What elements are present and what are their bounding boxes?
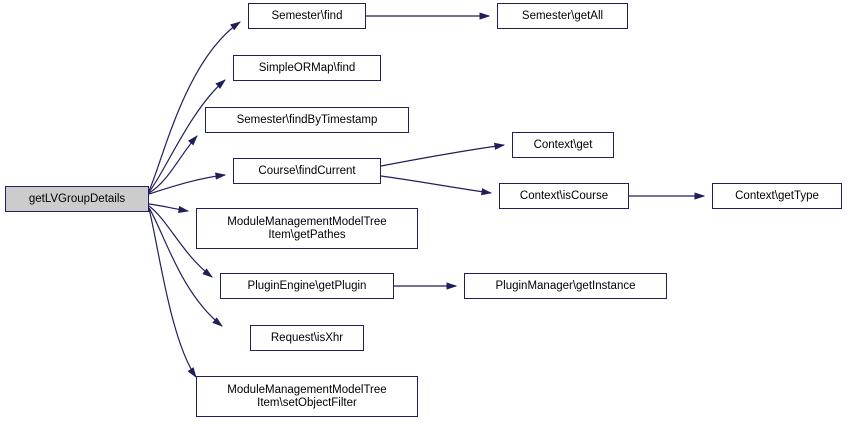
- graph-node-semester_find[interactable]: Semester\find: [248, 3, 366, 29]
- edge-root-to-course-findcurrent: [148, 172, 227, 195]
- graph-node-context_get[interactable]: Context\get: [512, 132, 614, 158]
- graph-node-context_gettype[interactable]: Context\getType: [712, 183, 842, 209]
- edge-root-to-semester-findbytimestamp: [148, 135, 198, 194]
- edge-root-to-getpathes: [148, 203, 190, 213]
- edge-course-findcurrent-to-context-get: [380, 142, 506, 167]
- graph-node-sem_timestamp[interactable]: Semester\findByTimestamp: [205, 107, 409, 133]
- graph-node-getpathes[interactable]: ModuleManagementModelTree Item\getPathes: [196, 208, 418, 249]
- graph-node-course_current[interactable]: Course\findCurrent: [233, 158, 381, 184]
- edge-course-findcurrent-to-context-iscourse: [380, 175, 493, 196]
- graph-node-getplugin[interactable]: PluginEngine\getPlugin: [220, 273, 394, 299]
- edge-root-to-plugin-getplugin: [148, 205, 213, 278]
- graph-node-simpleormap[interactable]: SimpleORMap\find: [233, 55, 381, 81]
- edge-root-to-semester-find: [148, 21, 241, 192]
- graph-node-semester_getall[interactable]: Semester\getAll: [497, 3, 628, 29]
- graph-node-getinstance[interactable]: PluginManager\getInstance: [464, 273, 667, 299]
- edge-root-to-setobjectfilter: [148, 208, 197, 378]
- edge-root-to-request-isxhr: [148, 207, 223, 327]
- graph-node-root[interactable]: getLVGroupDetails: [5, 186, 149, 212]
- edge-root-to-simpleormap-find: [148, 79, 226, 193]
- graph-node-context_iscourse[interactable]: Context\isCourse: [499, 183, 629, 209]
- graph-node-setobjectfilter[interactable]: ModuleManagementModelTree Item\setObject…: [196, 376, 418, 417]
- graph-node-isxhr[interactable]: Request\isXhr: [250, 325, 364, 351]
